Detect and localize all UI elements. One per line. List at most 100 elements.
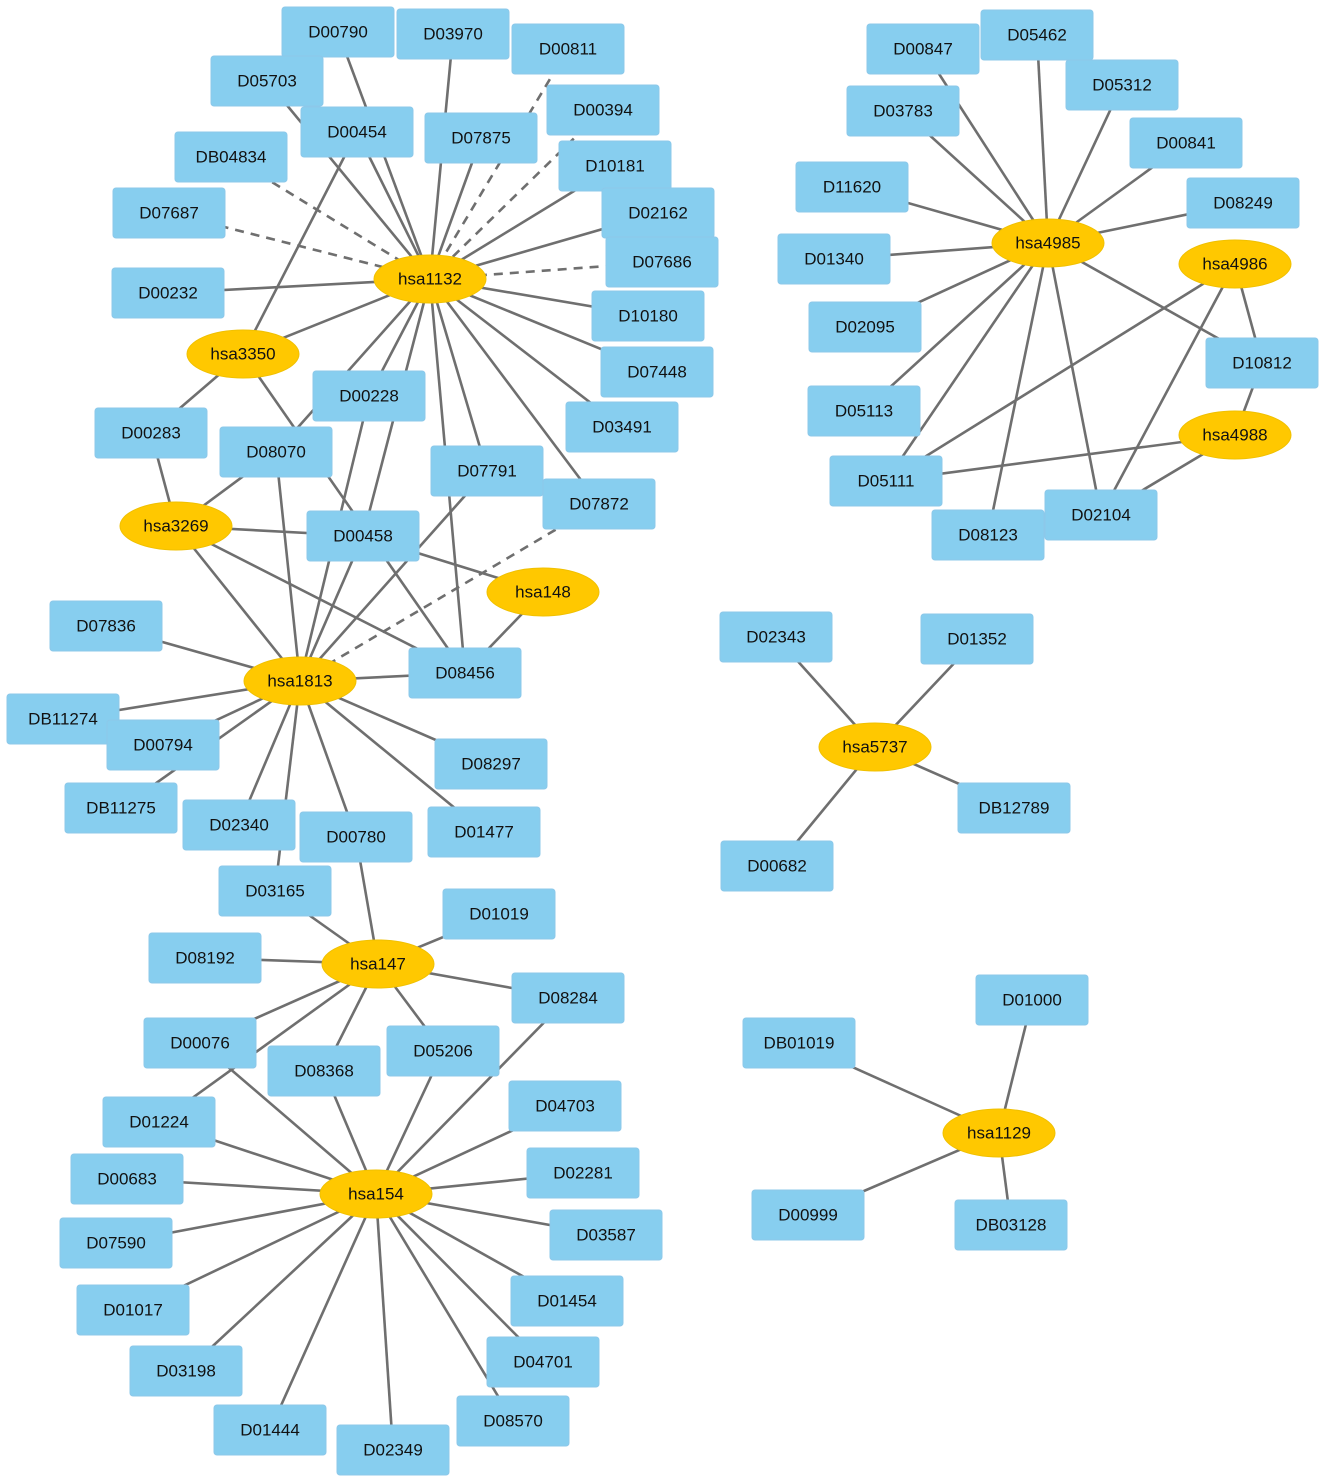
drug-node-d08284[interactable]: D08284: [511, 972, 625, 1024]
drug-node-db11274[interactable]: DB11274: [6, 693, 120, 745]
drug-node-db01019[interactable]: DB01019: [742, 1017, 856, 1069]
drug-node-d02349[interactable]: D02349: [336, 1424, 450, 1476]
drug-node-d00780[interactable]: D00780: [299, 811, 413, 863]
drug-node-d07686[interactable]: D07686: [605, 236, 719, 288]
drug-node-d01454[interactable]: D01454: [510, 1275, 624, 1327]
drug-node-d00790[interactable]: D00790: [281, 6, 395, 58]
drug-node-d01000[interactable]: D01000: [975, 974, 1089, 1026]
drug-node-d02340[interactable]: D02340: [182, 799, 296, 851]
drug-node-d04703[interactable]: D04703: [508, 1080, 622, 1132]
drug-node-d04701[interactable]: D04701: [486, 1336, 600, 1388]
drug-node-d00454[interactable]: D00454: [300, 106, 414, 158]
drug-node-d01019[interactable]: D01019: [442, 888, 556, 940]
drug-node-label: D00458: [333, 527, 393, 546]
gene-node-hsa1129[interactable]: hsa1129: [942, 1108, 1056, 1158]
drug-node-d10181[interactable]: D10181: [558, 140, 672, 192]
gene-node-hsa148[interactable]: hsa148: [486, 567, 600, 617]
drug-node-d05206[interactable]: D05206: [386, 1025, 500, 1077]
gene-node-hsa1813[interactable]: hsa1813: [243, 656, 357, 706]
gene-node-label: hsa3350: [210, 345, 275, 364]
gene-node-hsa4985[interactable]: hsa4985: [991, 218, 1105, 268]
drug-node-d03198[interactable]: D03198: [129, 1345, 243, 1397]
drug-node-d05462[interactable]: D05462: [980, 9, 1094, 61]
drug-node-d08123[interactable]: D08123: [931, 509, 1045, 561]
drug-node-db04834[interactable]: DB04834: [174, 131, 288, 183]
drug-node-d00283[interactable]: D00283: [94, 407, 208, 459]
drug-node-d07836[interactable]: D07836: [49, 600, 163, 652]
drug-node-d02281[interactable]: D02281: [526, 1147, 640, 1199]
gene-node-hsa5737[interactable]: hsa5737: [818, 722, 932, 772]
drug-node-d07590[interactable]: D07590: [59, 1217, 173, 1269]
gene-node-hsa3350[interactable]: hsa3350: [186, 329, 300, 379]
drug-node-d07687[interactable]: D07687: [112, 187, 226, 239]
drug-node-d10180[interactable]: D10180: [591, 290, 705, 342]
drug-node-d05111[interactable]: D05111: [829, 455, 943, 507]
drug-node-d01352[interactable]: D01352: [920, 613, 1034, 665]
gene-node-ellipse: [1178, 410, 1292, 460]
gene-node-hsa4988[interactable]: hsa4988: [1178, 410, 1292, 460]
drug-node-d07448[interactable]: D07448: [600, 346, 714, 398]
drug-node-d01477[interactable]: D01477: [427, 806, 541, 858]
drug-node-db11275[interactable]: DB11275: [64, 782, 178, 834]
drug-node-d05703[interactable]: D05703: [210, 55, 324, 107]
drug-node-d08570[interactable]: D08570: [456, 1395, 570, 1447]
drug-node-d11620[interactable]: D11620: [795, 161, 909, 213]
drug-node-d00683[interactable]: D00683: [70, 1153, 184, 1205]
drug-node-label: D07686: [632, 253, 692, 272]
drug-node-d01224[interactable]: D01224: [102, 1096, 216, 1148]
drug-node-d00458[interactable]: D00458: [306, 510, 420, 562]
drug-node-d00228[interactable]: D00228: [312, 370, 426, 422]
drug-node-d00394[interactable]: D00394: [546, 84, 660, 136]
drug-node-label: D10181: [585, 157, 645, 176]
drug-node-d03165[interactable]: D03165: [218, 865, 332, 917]
drug-node-d03587[interactable]: D03587: [549, 1209, 663, 1261]
drug-node-box: [182, 799, 296, 851]
drug-node-d03970[interactable]: D03970: [396, 8, 510, 60]
drug-node-d10812[interactable]: D10812: [1205, 337, 1319, 389]
drug-node-d01340[interactable]: D01340: [777, 233, 891, 285]
drug-node-label: D03198: [156, 1362, 216, 1381]
drug-node-d02162[interactable]: D02162: [601, 187, 715, 239]
gene-node-hsa4986[interactable]: hsa4986: [1178, 239, 1292, 289]
gene-node-hsa147[interactable]: hsa147: [321, 939, 435, 989]
drug-node-d08192[interactable]: D08192: [148, 932, 262, 984]
gene-node-hsa154[interactable]: hsa154: [319, 1169, 433, 1219]
gene-node-hsa1132[interactable]: hsa1132: [373, 254, 487, 304]
drug-node-db12789[interactable]: DB12789: [957, 782, 1071, 834]
drug-node-label: D00454: [327, 123, 387, 142]
drug-node-d01017[interactable]: D01017: [76, 1284, 190, 1336]
drug-node-d00076[interactable]: D00076: [143, 1017, 257, 1069]
drug-node-box: [846, 85, 960, 137]
drug-node-d05113[interactable]: D05113: [807, 385, 921, 437]
drug-node-d00811[interactable]: D00811: [511, 23, 625, 75]
gene-node-label: hsa5737: [842, 738, 907, 757]
drug-node-d03783[interactable]: D03783: [846, 85, 960, 137]
edge-hsa1132-d08070: [275, 278, 431, 453]
drug-node-d01444[interactable]: D01444: [213, 1404, 327, 1456]
drug-node-d00841[interactable]: D00841: [1129, 117, 1243, 169]
drug-node-d03491[interactable]: D03491: [565, 401, 679, 453]
drug-node-d00682[interactable]: D00682: [720, 840, 834, 892]
drug-node-d07872[interactable]: D07872: [542, 478, 656, 530]
drug-node-db03128[interactable]: DB03128: [954, 1199, 1068, 1251]
drug-node-d00999[interactable]: D00999: [751, 1189, 865, 1241]
drug-node-d02095[interactable]: D02095: [808, 301, 922, 353]
drug-node-d08297[interactable]: D08297: [434, 738, 548, 790]
drug-node-d00847[interactable]: D00847: [866, 23, 980, 75]
drug-node-d07791[interactable]: D07791: [430, 445, 544, 497]
gene-node-hsa3269[interactable]: hsa3269: [119, 501, 233, 551]
drug-node-d08070[interactable]: D08070: [219, 426, 333, 478]
drug-node-d00232[interactable]: D00232: [111, 267, 225, 319]
drug-node-d08456[interactable]: D08456: [408, 647, 522, 699]
drug-node-d05312[interactable]: D05312: [1065, 59, 1179, 111]
drug-node-label: D00841: [1156, 134, 1216, 153]
drug-node-d02343[interactable]: D02343: [719, 611, 833, 663]
drug-node-d07875[interactable]: D07875: [424, 112, 538, 164]
drug-node-d08368[interactable]: D08368: [267, 1045, 381, 1097]
edge-hsa4985-d05113: [863, 242, 1049, 412]
edge-hsa154-d04701: [375, 1193, 544, 1363]
drug-node-d08249[interactable]: D08249: [1186, 177, 1300, 229]
drug-node-d00794[interactable]: D00794: [106, 719, 220, 771]
drug-node-d02104[interactable]: D02104: [1044, 489, 1158, 541]
